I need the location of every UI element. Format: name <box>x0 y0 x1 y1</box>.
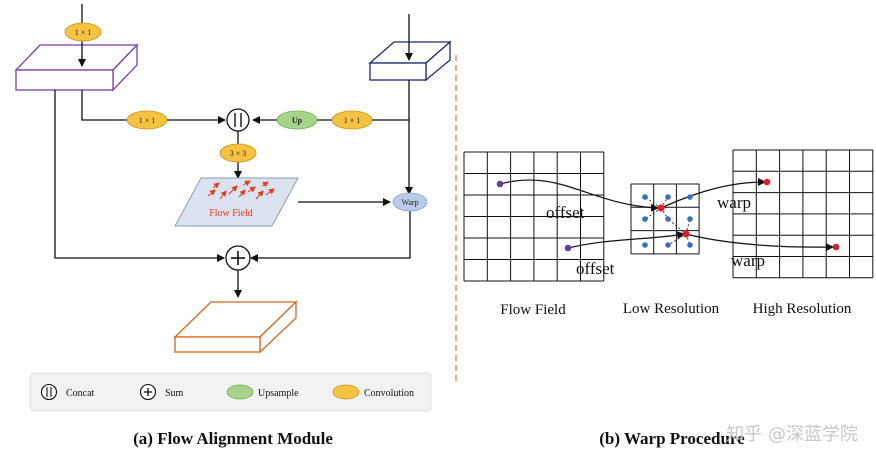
low-res-point <box>687 194 693 200</box>
low-resolution-grid <box>630 183 700 255</box>
caption-left: (a) Flow Alignment Module <box>133 429 333 448</box>
legend-sum-icon <box>139 383 157 401</box>
flow-arrows <box>207 180 275 200</box>
legend-convolution-icon <box>332 384 360 400</box>
warp-label-top: warp <box>717 193 751 212</box>
svg-text:3 × 3: 3 × 3 <box>230 149 247 158</box>
low-res-point <box>642 194 648 200</box>
svg-text:Up: Up <box>292 116 303 125</box>
svg-text:Flow Field: Flow Field <box>209 208 253 219</box>
flow-field-grid <box>463 151 605 282</box>
conv-top-oval: 1 × 1 <box>64 22 102 42</box>
low-res-points <box>642 194 693 248</box>
high-resolution-label: High Resolution <box>753 301 852 317</box>
legend-upsample-label: Upsample <box>258 388 299 399</box>
low-res-point <box>665 242 671 248</box>
offset-label-top: offset <box>546 203 585 222</box>
legend-sum-label: Sum <box>165 388 184 399</box>
legend-concat-label: Concat <box>66 388 95 399</box>
conv-left-oval: 1 × 1 <box>126 110 168 130</box>
orange-output-block <box>173 300 298 354</box>
low-res-point <box>687 242 693 248</box>
flow-field-panel: Flow Field <box>174 177 299 227</box>
svg-text:1 × 1: 1 × 1 <box>139 116 156 125</box>
warp-grids <box>463 149 874 282</box>
low-resolution-label: Low Resolution <box>623 301 720 317</box>
warp-label-bottom: warp <box>731 251 765 270</box>
concat-node <box>226 108 250 132</box>
low-res-point <box>642 242 648 248</box>
low-res-point <box>642 216 648 222</box>
low-res-point <box>687 216 693 222</box>
legend-concat-icon <box>40 383 58 401</box>
upsample-oval: Up <box>276 110 318 130</box>
conv-3x3-oval: 3 × 3 <box>219 143 257 163</box>
connectors <box>54 4 413 298</box>
warp-oval: Warp <box>392 192 428 212</box>
svg-text:1 × 1: 1 × 1 <box>75 28 92 37</box>
low-res-point <box>665 194 671 200</box>
svg-text:1 × 1: 1 × 1 <box>344 116 361 125</box>
high-resolution-grid <box>732 149 874 279</box>
legend-convolution-label: Convolution <box>364 388 414 399</box>
navy-feature-block <box>368 40 452 82</box>
sum-node <box>225 245 251 271</box>
purple-feature-block <box>14 43 139 92</box>
marked-points <box>496 178 840 252</box>
watermark: 知乎 @深蓝学院 <box>726 424 858 445</box>
caption-right: (b) Warp Procedure <box>599 429 745 448</box>
conv-right-oval: 1 × 1 <box>331 110 373 130</box>
flow-field-label: Flow Field <box>500 302 566 318</box>
low-res-point <box>665 216 671 222</box>
legend: Concat Sum Upsample Convolution <box>29 372 432 412</box>
svg-text:Warp: Warp <box>401 198 418 207</box>
warp-paths <box>499 178 834 252</box>
offset-label-bottom: offset <box>576 259 615 278</box>
legend-upsample-icon <box>226 384 254 400</box>
